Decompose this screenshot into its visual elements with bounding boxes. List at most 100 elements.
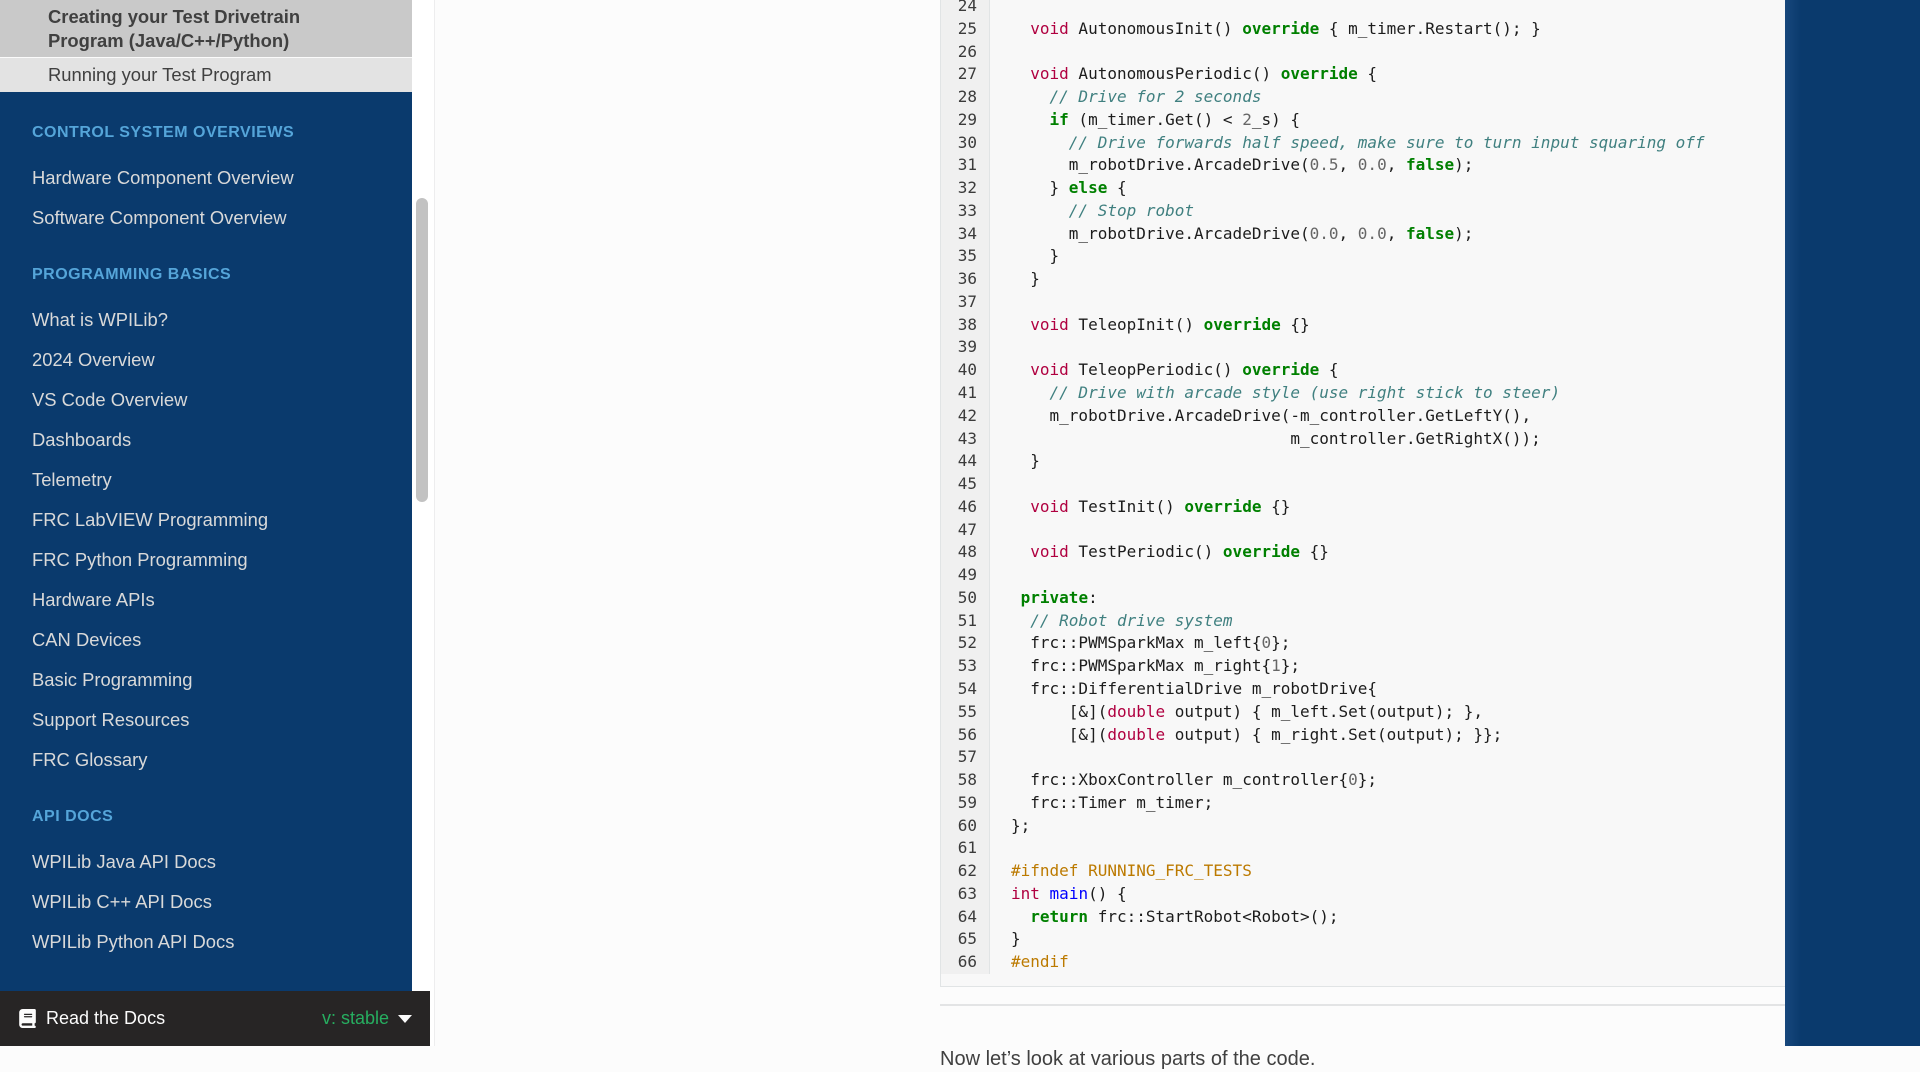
code-line <box>1011 837 1920 860</box>
line-number: 35 <box>957 246 977 266</box>
code-line: #ifndef RUNNING_FRC_TESTS <box>1011 861 1252 881</box>
code-line: void TestInit() override {} <box>1030 496 1291 516</box>
line-number: 27 <box>957 64 977 84</box>
sidebar-item[interactable]: Hardware APIs <box>32 589 155 610</box>
rtd-footer: Read the Docs v: stable <box>0 991 430 1046</box>
line-number: 62 <box>957 861 977 881</box>
sidebar-scrollbar-thumb[interactable] <box>416 198 428 502</box>
code-line: m_controller.GetRightX()); <box>1011 428 1541 448</box>
code-line: } else { <box>1011 178 1127 198</box>
nav-section-header: PROGRAMMING BASICS <box>32 266 232 283</box>
code-line <box>1011 291 1920 314</box>
line-number: 33 <box>957 200 977 220</box>
line-number: 51 <box>957 610 977 630</box>
code-line <box>1011 41 1920 64</box>
sidebar-item[interactable]: Software Component Overview <box>32 207 287 228</box>
code-line: m_robotDrive.ArcadeDrive(-m_controller.G… <box>1011 405 1532 425</box>
line-number: 47 <box>957 519 977 539</box>
code-line <box>1011 564 1920 587</box>
right-background-panel <box>1785 0 1920 1046</box>
code-line: } <box>1011 269 1040 289</box>
sidebar-item[interactable]: VS Code Overview <box>32 389 188 410</box>
sidebar-item[interactable]: Basic Programming <box>32 669 193 690</box>
sidebar-scrollbar-track[interactable] <box>412 0 435 1046</box>
line-number: 56 <box>957 724 977 744</box>
code-line <box>1011 746 1920 769</box>
line-number: 24 <box>957 0 977 15</box>
line-number: 49 <box>957 565 977 585</box>
sidebar-item[interactable]: WPILib Python API Docs <box>32 931 235 952</box>
line-number: 57 <box>957 747 977 767</box>
sidebar-current-item[interactable]: Creating your Test Drivetrain Program (J… <box>0 0 412 58</box>
line-number: 42 <box>957 405 977 425</box>
code-line <box>1011 473 1920 496</box>
line-number: 41 <box>957 383 977 403</box>
line-number: 40 <box>957 360 977 380</box>
code-line: // Robot drive system <box>1030 610 1233 630</box>
code-line: } <box>1011 246 1060 266</box>
line-number: 37 <box>957 291 977 311</box>
sidebar-item[interactable]: Dashboards <box>32 429 132 450</box>
book-icon <box>18 1009 37 1028</box>
line-number: 38 <box>957 314 977 334</box>
code-line: m_robotDrive.ArcadeDrive(0.0, 0.0, false… <box>1011 223 1474 243</box>
sidebar-current-item[interactable]: Running your Test Program <box>0 58 412 92</box>
code-line: frc::XboxController m_controller{0}; <box>1011 770 1378 790</box>
line-number: 48 <box>957 542 977 562</box>
code-line: // Drive for 2 seconds <box>1049 87 1262 107</box>
content-divider <box>940 1004 1920 1006</box>
line-number: 34 <box>957 223 977 243</box>
sidebar-item[interactable]: CAN Devices <box>32 629 142 650</box>
line-number: 44 <box>957 451 977 471</box>
code-line: #endif <box>1011 952 1069 972</box>
code-line: int main() { <box>1011 883 1127 903</box>
line-number: 28 <box>957 87 977 107</box>
code-line: [&](double output) { m_left.Set(output);… <box>1011 701 1484 721</box>
sidebar-current-group: Creating your Test Drivetrain Program (J… <box>0 0 412 92</box>
code-lines: void AutonomousInit() override { m_timer… <box>990 0 1920 974</box>
sidebar-item[interactable]: FRC Glossary <box>32 749 148 770</box>
version-switcher[interactable]: v: stable <box>322 1008 412 1029</box>
sidebar-item[interactable]: FRC Python Programming <box>32 549 248 570</box>
sidebar-item[interactable]: 2024 Overview <box>32 349 155 370</box>
line-number: 52 <box>957 633 977 653</box>
line-number: 29 <box>957 109 977 129</box>
code-line: frc::DifferentialDrive m_robotDrive{ <box>1011 678 1378 698</box>
code-line: // Stop robot <box>1068 200 1195 220</box>
read-the-docs-link[interactable]: Read the Docs <box>18 1008 165 1029</box>
code-line: // Drive with arcade style (use right st… <box>1049 383 1561 403</box>
code-line: } <box>1011 451 1040 471</box>
code-line: void AutonomousInit() override { m_timer… <box>1030 18 1541 38</box>
code-line: }; <box>1011 815 1031 835</box>
code-line <box>1011 336 1920 359</box>
code-line: if (m_timer.Get() < 2_s) { <box>1049 109 1300 129</box>
sidebar-item[interactable]: FRC LabVIEW Programming <box>32 509 269 530</box>
paragraph: Now let’s look at various parts of the c… <box>940 1048 1316 1070</box>
line-number: 45 <box>957 474 977 494</box>
sidebar-item[interactable]: Hardware Component Overview <box>32 167 294 188</box>
version-label: v: stable <box>321 1008 389 1028</box>
line-number: 36 <box>957 269 977 289</box>
line-number: 58 <box>957 770 977 790</box>
code-line: frc::PWMSparkMax m_left{0}; <box>1011 633 1291 653</box>
code-line: void TestPeriodic() override {} <box>1030 542 1329 562</box>
caret-down-icon <box>398 1014 412 1023</box>
code-line: [&](double output) { m_right.Set(output)… <box>1011 724 1503 744</box>
line-number: 61 <box>957 838 977 858</box>
sidebar-item[interactable]: WPILib C++ API Docs <box>32 891 212 912</box>
sidebar-item[interactable]: WPILib Java API Docs <box>32 851 216 872</box>
line-number: 39 <box>957 337 977 357</box>
line-number: 25 <box>957 18 977 38</box>
code-line: } <box>1011 929 1021 949</box>
line-number: 30 <box>957 132 977 152</box>
line-number: 46 <box>957 496 977 516</box>
sidebar-item[interactable]: Telemetry <box>32 469 112 490</box>
sidebar-item[interactable]: What is WPILib? <box>32 309 168 330</box>
code-line: frc::Timer m_timer; <box>1011 792 1214 812</box>
sidebar-item[interactable]: Support Resources <box>32 709 190 730</box>
line-number: 60 <box>957 815 977 835</box>
